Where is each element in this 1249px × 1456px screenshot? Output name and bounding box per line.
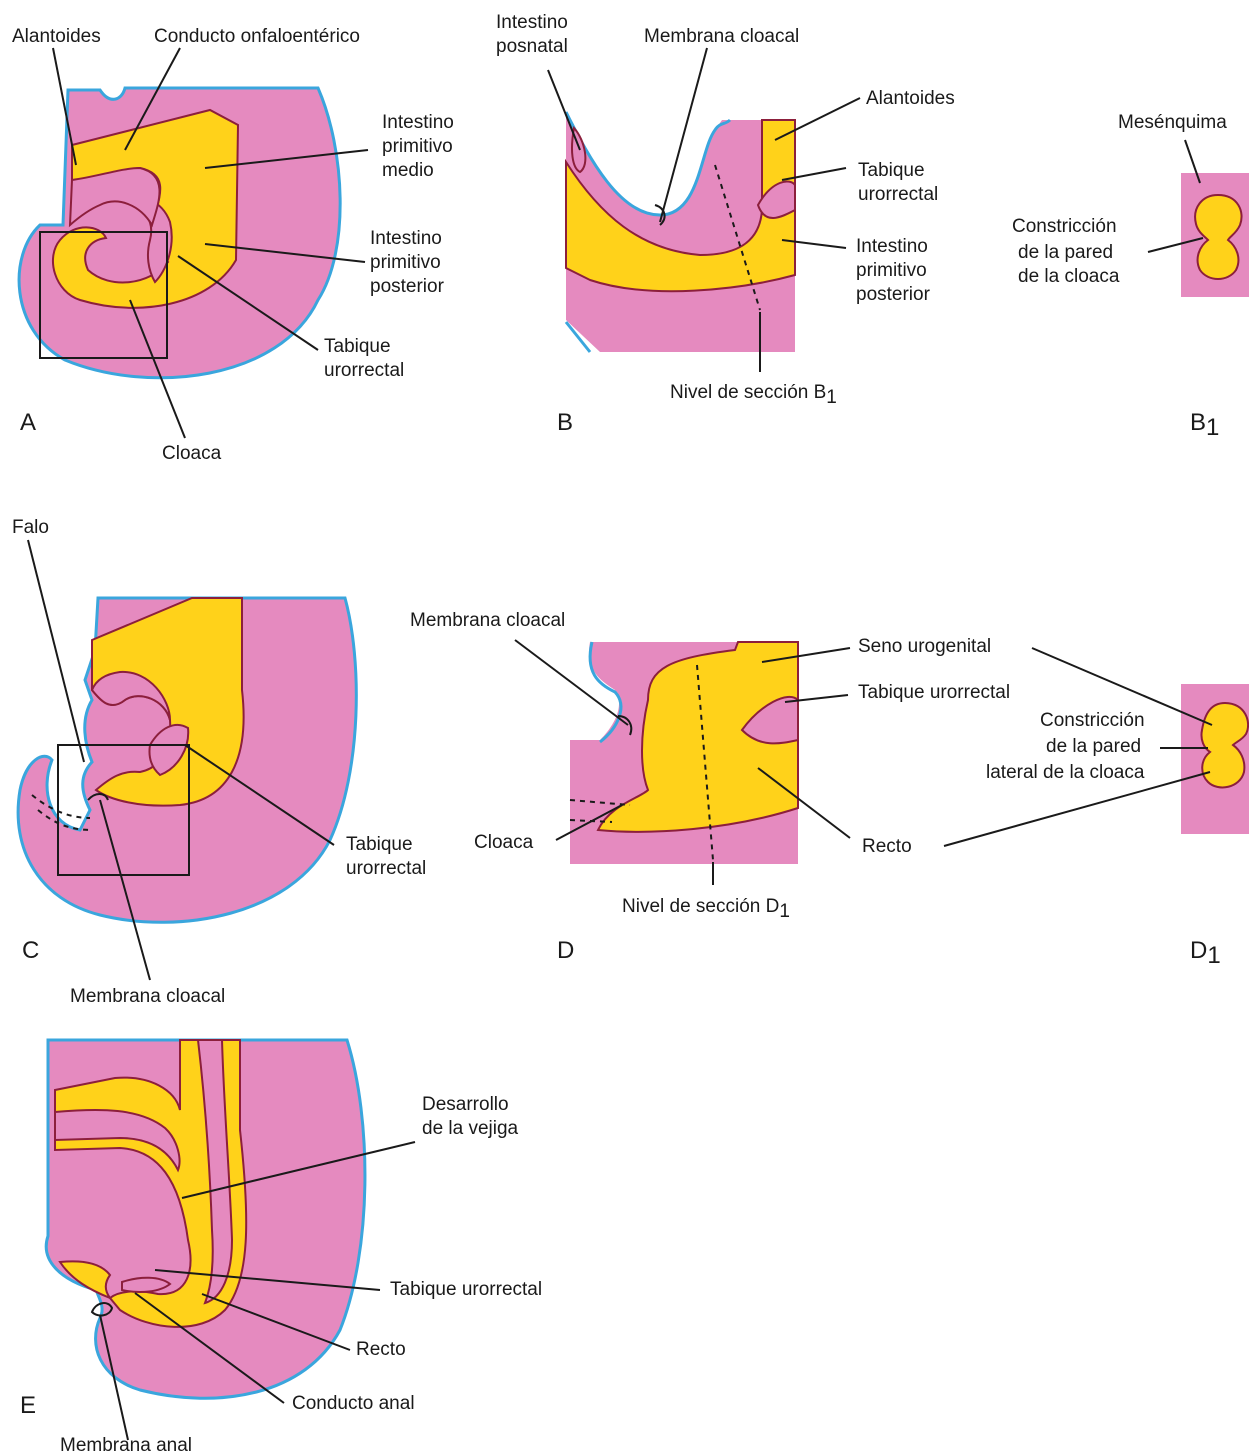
- panel-d-label-membrana: Membrana cloacal: [410, 610, 565, 631]
- panel-d-label-seno: Seno urogenital: [858, 636, 991, 657]
- panel-b-label-posnatal-2: posnatal: [496, 36, 568, 57]
- panel-d1-label-constr-1: Constricción: [1040, 710, 1145, 731]
- panel-a-label-medio-1: Intestino: [382, 112, 454, 133]
- panel-d1-letter-sub: 1: [1207, 942, 1220, 969]
- panel-b1-label-constr-3: de la cloaca: [1018, 266, 1120, 287]
- panel-a: Alantoides Conducto onfaloentérico Intes…: [12, 26, 454, 464]
- panel-b1-letter: B1: [1190, 409, 1219, 441]
- panel-c-leader-falo: [28, 540, 84, 762]
- panel-e-letter: E: [20, 1392, 36, 1419]
- panel-d-label-nivel-sub: 1: [779, 901, 790, 922]
- panel-b-label-posterior-3: posterior: [856, 284, 931, 305]
- panel-a-label-posterior-3: posterior: [370, 276, 445, 297]
- panel-b1-label-mesenquima: Mesénquima: [1118, 112, 1227, 133]
- panel-e-label-vejiga-1: Desarrollo: [422, 1094, 509, 1115]
- panel-a-label-tabique-2: urorrectal: [324, 360, 404, 381]
- panel-d-letter: D: [557, 937, 574, 964]
- panel-b1-label-constr-1: Constricción: [1012, 216, 1117, 237]
- panel-c-label-falo: Falo: [12, 517, 49, 538]
- panel-d-label-tabique: Tabique urorrectal: [858, 682, 1010, 703]
- panel-a-label-conducto: Conducto onfaloentérico: [154, 26, 360, 47]
- panel-b-label-nivel-sub: 1: [826, 387, 837, 408]
- panel-a-letter: A: [20, 409, 36, 436]
- panel-e-label-recto: Recto: [356, 1339, 406, 1360]
- panel-d-label-nivel-main: Nivel de sección D: [622, 896, 779, 917]
- panel-b-label-posnatal-1: Intestino: [496, 12, 568, 33]
- panel-a-label-tabique-1: Tabique: [324, 336, 391, 357]
- panel-e-label-vejiga-2: de la vejiga: [422, 1118, 519, 1139]
- panel-b1-letter-main: B: [1190, 409, 1206, 436]
- panel-b-leader-posnatal: [548, 70, 580, 150]
- panel-d1-letter: D1: [1190, 937, 1221, 969]
- panel-d1-label-constr-3: lateral de la cloaca: [986, 762, 1145, 783]
- panel-e-label-membrana: Membrana anal: [60, 1435, 192, 1456]
- panel-d1-letter-main: D: [1190, 937, 1207, 964]
- panel-b-letter: B: [557, 409, 573, 436]
- panel-c-letter: C: [22, 937, 39, 964]
- panel-d-label-cloaca: Cloaca: [474, 832, 534, 853]
- panel-b-label-nivel-main: Nivel de sección B: [670, 382, 826, 403]
- panel-b-label-nivel: Nivel de sección B1: [670, 382, 837, 408]
- panel-c-label-tabique-1: Tabique: [346, 834, 413, 855]
- panel-c-label-membrana: Membrana cloacal: [70, 986, 225, 1007]
- panel-b-label-posterior-1: Intestino: [856, 236, 928, 257]
- panel-b-label-alantoides: Alantoides: [866, 88, 955, 109]
- panel-b-label-tabique-2: urorrectal: [858, 184, 938, 205]
- panel-d-label-recto: Recto: [862, 836, 912, 857]
- panel-d-label-nivel: Nivel de sección D1: [622, 896, 790, 922]
- panel-a-label-posterior-2: primitivo: [370, 252, 441, 273]
- panel-d1-leader-recto: [944, 772, 1210, 846]
- panel-e-label-tabique: Tabique urorrectal: [390, 1279, 542, 1300]
- panel-b1-label-constr-2: de la pared: [1018, 242, 1113, 263]
- panel-c-label-tabique-2: urorrectal: [346, 858, 426, 879]
- panel-b-label-posterior-2: primitivo: [856, 260, 927, 281]
- panel-b1: Mesénquima Constricción de la pared de l…: [1012, 112, 1249, 441]
- panel-a-label-medio-2: primitivo: [382, 136, 453, 157]
- panel-b-label-tabique-1: Tabique: [858, 160, 925, 181]
- panel-e: Desarrollo de la vejiga Tabique urorrect…: [20, 1040, 542, 1456]
- panel-d1-label-constr-2: de la pared: [1046, 736, 1141, 757]
- panel-a-label-cloaca: Cloaca: [162, 443, 222, 464]
- panel-b-label-membrana: Membrana cloacal: [644, 26, 799, 47]
- panel-a-label-alantoides: Alantoides: [12, 26, 101, 47]
- panel-d: Membrana cloacal Seno urogenital Tabique…: [410, 610, 1010, 964]
- panel-b: Intestino posnatal Membrana cloacal Alan…: [496, 12, 955, 436]
- panel-a-label-posterior-1: Intestino: [370, 228, 442, 249]
- panel-b1-letter-sub: 1: [1206, 414, 1219, 441]
- panel-c: Falo Tabique urorrectal Membrana cloacal…: [12, 517, 426, 1007]
- panel-e-label-conducto: Conducto anal: [292, 1393, 415, 1414]
- panel-a-label-medio-3: medio: [382, 160, 434, 181]
